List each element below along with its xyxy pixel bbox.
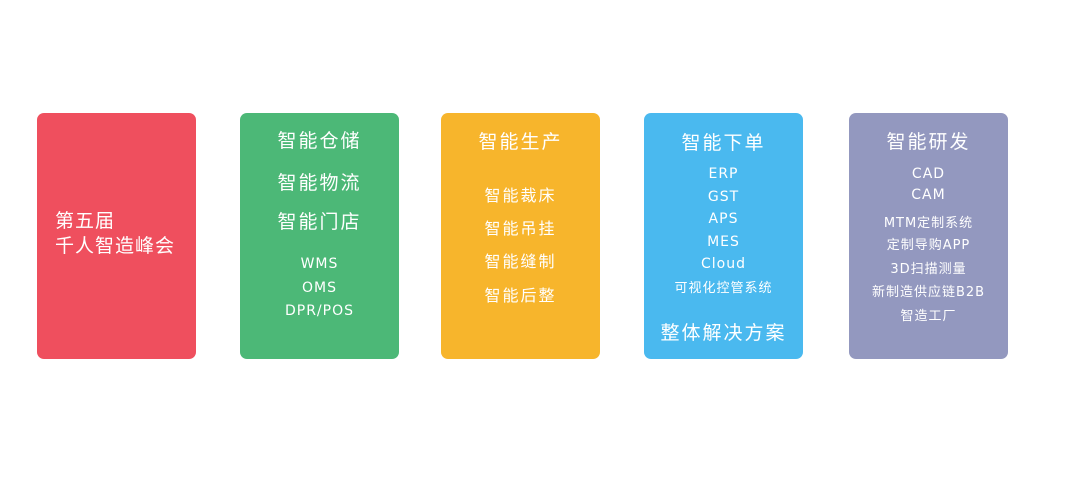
- card-item: 新制造供应链B2B: [871, 285, 986, 300]
- smart-warehouse-card: 智能仓储 智能物流 智能门店 WMS OMS DPR/POS: [240, 113, 399, 359]
- card-item: MTM定制系统: [883, 216, 974, 231]
- card-item: ERP: [708, 166, 739, 182]
- card-heading: 智能生产: [478, 131, 563, 153]
- card-item: MES: [707, 234, 740, 250]
- card-item: GST: [707, 189, 740, 205]
- summit-title-line-2: 千人智造峰会: [55, 235, 176, 257]
- card-item: DPR/POS: [284, 303, 354, 319]
- card-heading: 智能仓储: [277, 130, 362, 152]
- card-item: CAM: [911, 187, 946, 203]
- card-item: WMS: [300, 256, 339, 272]
- card-item: 智能吊挂: [484, 219, 557, 238]
- card-item: 智能裁床: [484, 186, 557, 205]
- summit-title-line-1: 第五届: [55, 210, 116, 232]
- smart-rnd-card: 智能研发 CAD CAM MTM定制系统 定制导购APP 3D扫描测量 新制造供…: [849, 113, 1008, 359]
- card-heading: 智能研发: [886, 131, 971, 153]
- card-heading: 智能物流: [277, 172, 362, 194]
- card-item: 智造工厂: [900, 309, 957, 324]
- card-item: APS: [708, 211, 739, 227]
- smart-production-card: 智能生产 智能裁床 智能吊挂 智能缝制 智能后整: [441, 113, 600, 359]
- card-item: 智能缝制: [484, 252, 557, 271]
- summit-card: 第五届 千人智造峰会: [37, 113, 196, 359]
- card-heading: 智能下单: [681, 132, 766, 154]
- card-heading: 智能门店: [277, 211, 362, 233]
- summit-title: 第五届 千人智造峰会: [55, 209, 175, 259]
- card-item: 3D扫描测量: [890, 262, 967, 277]
- card-item: OMS: [302, 280, 337, 296]
- smart-ordering-card: 智能下单 ERP GST APS MES Cloud 可视化控管系统 整体解决方…: [644, 113, 803, 359]
- card-item: 智能后整: [484, 286, 557, 305]
- card-item: 可视化控管系统: [674, 281, 773, 296]
- card-footer: 整体解决方案: [660, 322, 787, 344]
- card-item: CAD: [911, 166, 946, 182]
- card-item: 定制导购APP: [886, 238, 971, 253]
- card-item: Cloud: [701, 256, 746, 272]
